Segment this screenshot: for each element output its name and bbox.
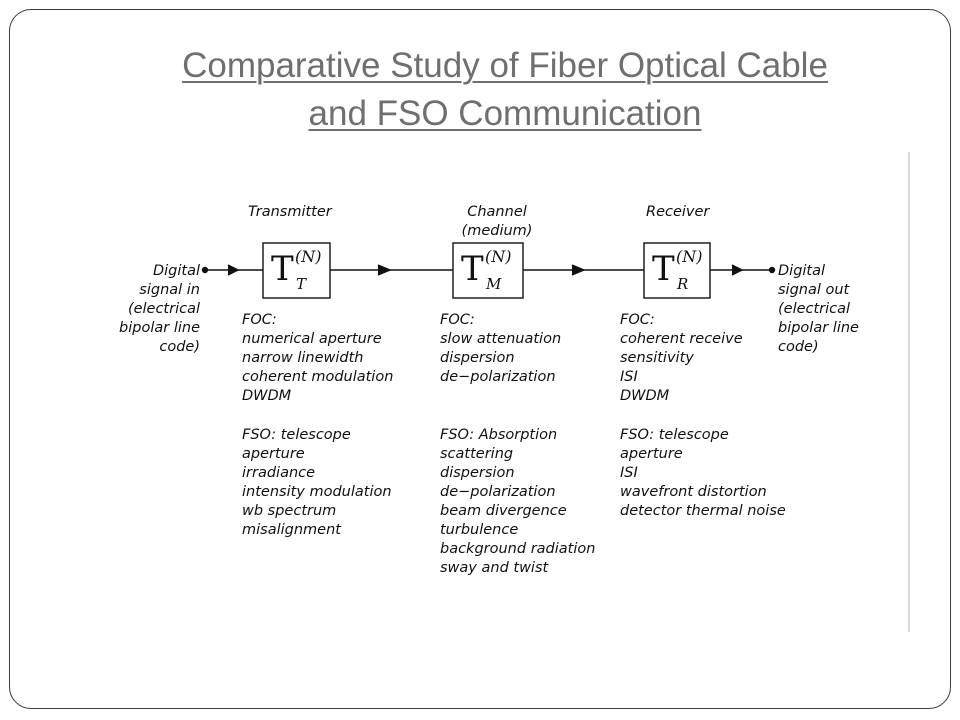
block-diagram [201,242,776,299]
channel-header-line-1: Channel [467,204,527,220]
transmitter-foc-list: FOC: numerical aperture narrow linewidth… [242,312,394,404]
channel-fso-list: FSO: Absorption scattering dispersion de… [440,427,596,576]
transmitter-header: Transmitter [248,204,332,220]
receiver-fso-list: FSO: telescope aperture ISI wavefront di… [620,427,786,519]
channel-symbol-sup: (N) [485,247,512,266]
channel-symbol-main: T [461,249,484,289]
slide-title-line-2: and FSO Communication [308,94,702,133]
channel-arrowhead [571,264,586,276]
output-signal-label: Digital signal out (electrical bipolar l… [778,263,859,355]
output-terminal [768,266,776,274]
channel-symbol-sub: M [486,275,502,293]
receiver-symbol-sub: R [677,275,689,293]
transmitter-symbol-sup: (N) [295,247,322,266]
receiver-symbol: T (N) R [644,243,714,303]
slide-title-line-1: Comparative Study of Fiber Optical Cable [182,46,828,85]
receiver-symbol-sup: (N) [676,247,703,266]
receiver-symbol-main: T [652,249,675,289]
input-signal-label: Digital signal in (electrical bipolar li… [119,263,200,355]
transmitter-symbol-main: T [271,249,294,289]
channel-foc-list: FOC: slow attenuation dispersion de−pola… [440,312,562,385]
slide-title: Comparative Study of Fiber Optical Cable… [100,42,910,138]
output-arrowhead [731,264,744,276]
input-arrowhead [227,264,240,276]
tx-arrowhead [377,264,392,276]
transmitter-fso-list: FSO: telescope aperture irradiance inten… [242,427,392,538]
transmitter-symbol-sub: T [296,275,307,293]
transmitter-symbol: T (N) T [263,243,333,303]
channel-symbol: T (N) M [453,243,523,303]
image-edge-line [908,152,910,632]
slide-frame [9,9,951,709]
receiver-foc-list: FOC: coherent receive sensitivity ISI DW… [620,312,743,404]
channel-header-line-2: (medium) [461,223,533,239]
receiver-header: Receiver [646,204,710,220]
